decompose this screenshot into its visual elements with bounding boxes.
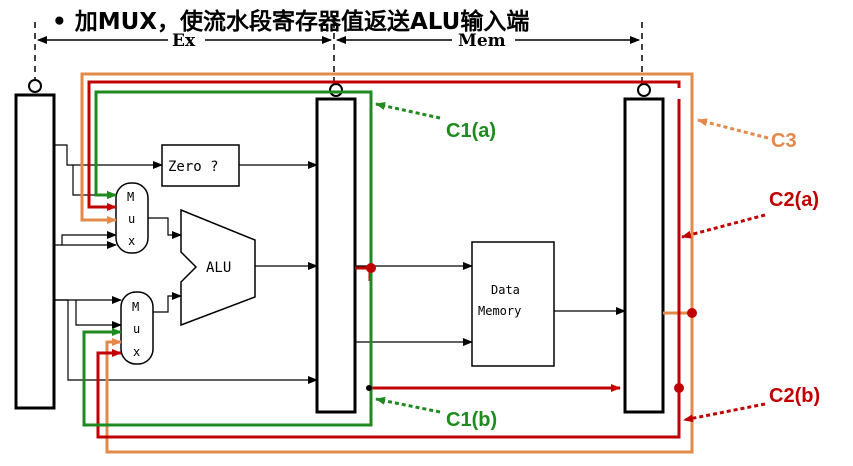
c1-forwarding-path	[82, 90, 373, 427]
clock-circle-icon	[28, 79, 42, 93]
mux-letter-m: M	[127, 190, 134, 204]
alu-label: ALU	[206, 260, 231, 276]
c1a-label: C1(a)	[446, 120, 496, 142]
data-memory-label-line2: Memory	[478, 304, 521, 318]
data-memory-block: Data Memory	[471, 241, 555, 367]
c2-forwarding-path	[87, 80, 681, 439]
pipeline-registers	[14, 93, 665, 414]
c2a-label: C2(a)	[769, 189, 819, 211]
alu-block: ALU	[180, 208, 256, 327]
mux-letter-m: M	[132, 300, 139, 314]
mux-letter-u: u	[128, 212, 135, 226]
mux-letter-u: u	[133, 322, 140, 336]
mem-stage-label: Mem	[458, 31, 506, 51]
c1b-label: C1(b)	[446, 409, 497, 431]
ex-stage-label: Ex	[172, 31, 196, 51]
data-memory-label-line1: Data	[491, 283, 520, 297]
c3-forwarding-path	[80, 72, 694, 454]
id-ex-register	[14, 93, 56, 410]
annotation-pointers	[375, 102, 769, 423]
mem-stage-span: Mem	[336, 31, 640, 51]
stage-dividers	[34, 22, 643, 88]
mux-letter-x: x	[128, 234, 135, 248]
zero-test-label: Zero ?	[168, 159, 219, 175]
slide-title: • 加MUX，使流水段寄存器值返送ALU输入端	[52, 9, 530, 35]
zero-test-block: Zero ?	[161, 144, 240, 187]
mux-letter-x: x	[133, 345, 140, 359]
ex-mem-register	[315, 97, 357, 414]
clock-circle-icon	[329, 83, 343, 97]
clock-circle-icon	[637, 83, 651, 97]
ex-stage-span: Ex	[37, 31, 332, 51]
upper-mux: M u x	[115, 182, 149, 254]
junction-dots	[366, 263, 697, 393]
black-wires	[54, 144, 626, 384]
lower-mux: M u x	[120, 291, 154, 365]
c3-label: C3	[771, 130, 797, 152]
c2b-label: C2(b)	[769, 385, 820, 407]
mem-wb-register	[623, 97, 665, 414]
